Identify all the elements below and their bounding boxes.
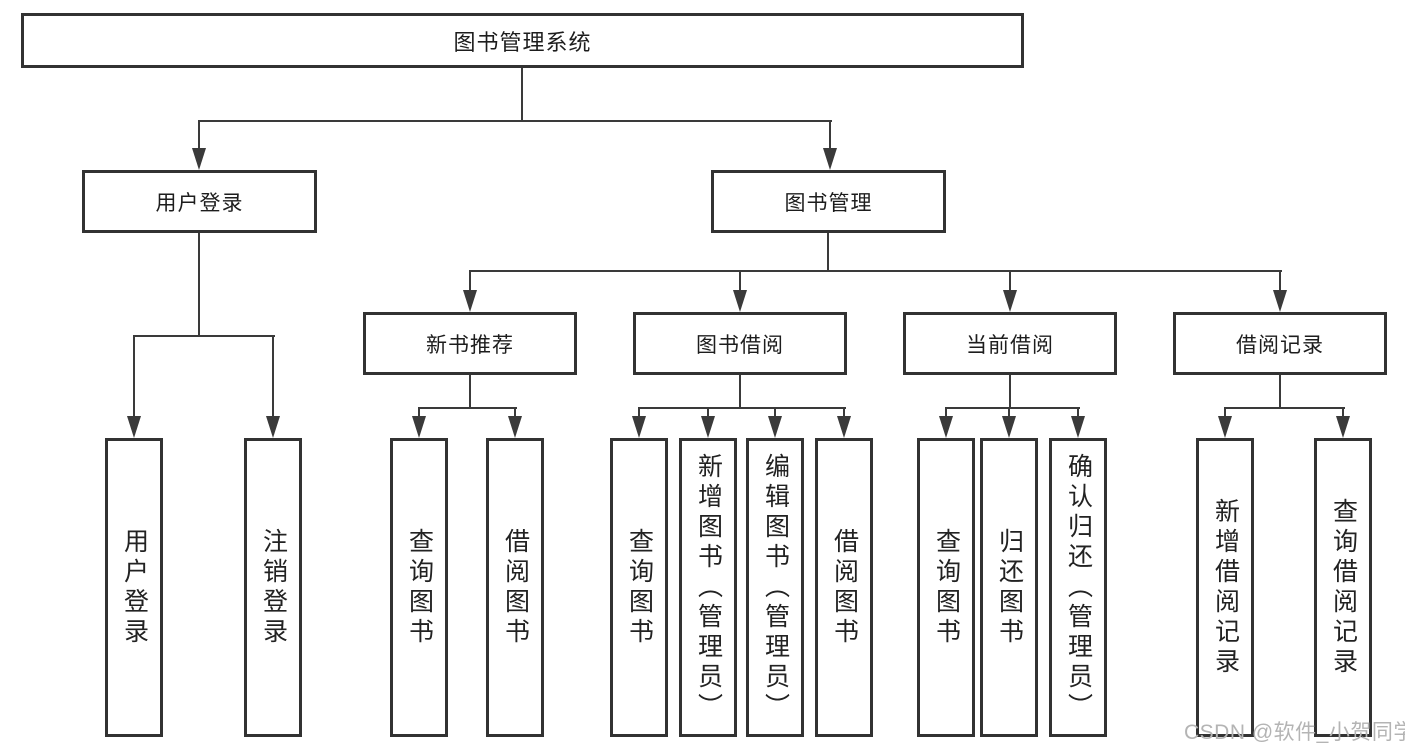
leaf-label: 归还图书 xyxy=(995,527,1024,648)
leaf-add-books-admin: 新增图书（管理员） xyxy=(679,438,737,737)
connector-line xyxy=(945,407,1080,409)
arrowhead-down-icon xyxy=(823,148,837,170)
connector-line xyxy=(1009,272,1011,292)
arrowhead-down-icon xyxy=(508,416,522,438)
connector-line xyxy=(418,407,517,409)
leaf-logout: 注销登录 xyxy=(244,438,302,737)
connector-line xyxy=(198,120,832,122)
connector-line xyxy=(739,375,741,408)
arrowhead-down-icon xyxy=(192,148,206,170)
node-current-borrowing: 当前借阅 xyxy=(903,312,1117,375)
arrowhead-down-icon xyxy=(768,416,782,438)
leaf-label: 新增借阅记录 xyxy=(1211,497,1240,678)
leaf-add-borrow-record: 新增借阅记录 xyxy=(1196,438,1254,737)
leaf-query-books-borrowing: 查询图书 xyxy=(610,438,668,737)
node-label: 新书推荐 xyxy=(426,333,514,357)
connector-line xyxy=(418,409,420,419)
connector-line xyxy=(133,336,135,418)
leaf-label: 用户登录 xyxy=(120,527,149,648)
node-label: 用户登录 xyxy=(155,191,244,215)
connector-line xyxy=(1224,407,1345,409)
connector-line xyxy=(1342,409,1344,419)
arrowhead-down-icon xyxy=(127,416,141,438)
leaf-label: 注销登录 xyxy=(259,527,288,648)
arrowhead-down-icon xyxy=(1218,416,1232,438)
leaf-label: 编辑图书（管理员） xyxy=(761,452,790,723)
connector-line xyxy=(774,409,776,419)
leaf-borrow-books-recommend: 借阅图书 xyxy=(486,438,544,737)
leaf-label: 查询图书 xyxy=(405,527,434,648)
connector-line xyxy=(469,375,471,408)
connector-line xyxy=(469,272,471,292)
connector-line xyxy=(1224,409,1226,419)
node-book-borrowing: 图书借阅 xyxy=(633,312,847,375)
node-label: 当前借阅 xyxy=(966,333,1054,357)
arrowhead-down-icon xyxy=(733,290,747,312)
connector-line xyxy=(1008,409,1010,419)
connector-line xyxy=(133,335,275,337)
node-label: 借阅记录 xyxy=(1236,333,1324,357)
arrowhead-down-icon xyxy=(1273,290,1287,312)
connector-line xyxy=(638,407,846,409)
arrowhead-down-icon xyxy=(463,290,477,312)
arrowhead-down-icon xyxy=(1002,416,1016,438)
connector-line xyxy=(1077,409,1079,419)
leaf-label: 查询图书 xyxy=(932,527,961,648)
node-label: 图书管理 xyxy=(784,191,873,215)
connector-line xyxy=(829,120,831,152)
arrowhead-down-icon xyxy=(837,416,851,438)
node-library-management-system: 图书管理系统 xyxy=(21,13,1024,68)
connector-line xyxy=(521,68,523,122)
connector-line xyxy=(739,272,741,292)
connector-line xyxy=(707,409,709,419)
connector-line xyxy=(272,336,274,418)
leaf-query-books-current: 查询图书 xyxy=(917,438,975,737)
arrowhead-down-icon xyxy=(266,416,280,438)
arrowhead-down-icon xyxy=(701,416,715,438)
connector-line xyxy=(1279,272,1281,292)
leaf-confirm-return-admin: 确认归还（管理员） xyxy=(1049,438,1107,737)
node-label: 图书借阅 xyxy=(696,333,784,357)
node-new-book-recommendation: 新书推荐 xyxy=(363,312,577,375)
leaf-label: 借阅图书 xyxy=(501,527,530,648)
node-book-management: 图书管理 xyxy=(711,170,946,233)
leaf-label: 新增图书（管理员） xyxy=(694,452,723,723)
connector-line xyxy=(1009,375,1011,408)
node-label: 图书管理系统 xyxy=(453,29,592,55)
connector-line xyxy=(1279,375,1281,408)
connector-line xyxy=(638,409,640,419)
leaf-query-books-recommend: 查询图书 xyxy=(390,438,448,737)
leaf-return-books: 归还图书 xyxy=(980,438,1038,737)
connector-line xyxy=(945,409,947,419)
arrowhead-down-icon xyxy=(939,416,953,438)
node-user-login: 用户登录 xyxy=(82,170,317,233)
arrowhead-down-icon xyxy=(1336,416,1350,438)
leaf-edit-books-admin: 编辑图书（管理员） xyxy=(746,438,804,737)
arrowhead-down-icon xyxy=(412,416,426,438)
leaf-label: 确认归还（管理员） xyxy=(1064,452,1093,723)
leaf-label: 查询借阅记录 xyxy=(1329,497,1358,678)
leaf-borrow-books-borrowing: 借阅图书 xyxy=(815,438,873,737)
connector-line xyxy=(469,270,1282,272)
connector-line xyxy=(827,233,829,272)
connector-line xyxy=(198,120,200,152)
leaf-label: 查询图书 xyxy=(625,527,654,648)
arrowhead-down-icon xyxy=(1071,416,1085,438)
leaf-query-borrow-record: 查询借阅记录 xyxy=(1314,438,1372,737)
arrowhead-down-icon xyxy=(632,416,646,438)
watermark: CSDN @软件_小贺同学 xyxy=(1184,721,1405,744)
leaf-user-login: 用户登录 xyxy=(105,438,163,737)
connector-line xyxy=(198,233,200,337)
connector-line xyxy=(514,409,516,419)
arrowhead-down-icon xyxy=(1003,290,1017,312)
node-borrowing-records: 借阅记录 xyxy=(1173,312,1387,375)
connector-line xyxy=(843,409,845,419)
leaf-label: 借阅图书 xyxy=(830,527,859,648)
